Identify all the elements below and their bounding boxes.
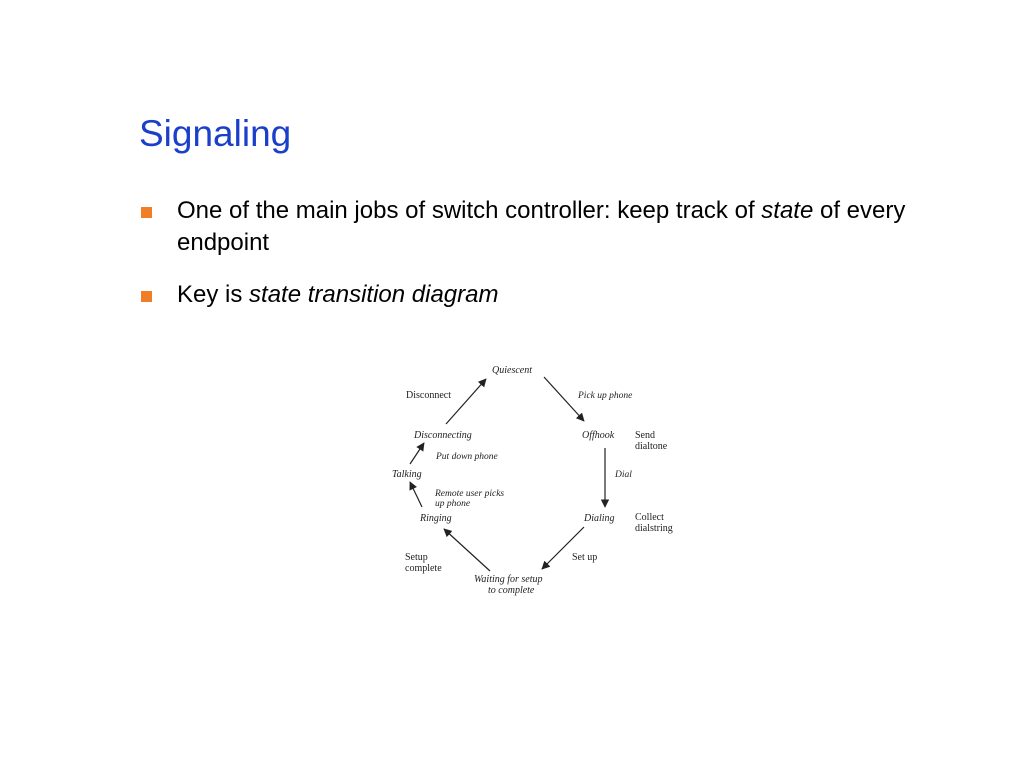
- action-send-line-2: dialtone: [635, 441, 668, 452]
- transition-remote-line-2: up phone: [435, 499, 470, 509]
- bullet-emphasis: state transition diagram: [249, 281, 499, 308]
- slide-title: Signaling: [139, 113, 292, 154]
- action-setup-complete-line-2: complete: [405, 563, 442, 574]
- bullet-text: One of the main jobs of switch controlle…: [177, 197, 762, 224]
- bullet-item: One of the main jobs of switch controlle…: [141, 195, 981, 259]
- arrow-disconnecting-quiescent: [445, 378, 487, 425]
- transition-dial: Dial: [614, 470, 632, 480]
- state-quiescent: Quiescent: [492, 365, 532, 376]
- bullet-emphasis: state: [761, 197, 814, 224]
- state-disconnecting: Disconnecting: [413, 430, 472, 441]
- arrow-talking-disconnecting: [409, 442, 425, 465]
- action-set-up: Set up: [572, 552, 597, 563]
- arrow-dialing-waiting: [541, 526, 585, 570]
- action-setup-complete-line-1: Setup: [405, 552, 428, 563]
- bullet-square-icon: [141, 291, 152, 302]
- arrow-ringing-talking: [409, 481, 423, 508]
- state-dialing: Dialing: [583, 513, 615, 524]
- transition-pick-up-phone: Pick up phone: [577, 391, 632, 401]
- transition-put-down-phone: Put down phone: [435, 452, 498, 462]
- action-disconnect: Disconnect: [406, 390, 451, 401]
- state-offhook: Offhook: [582, 430, 615, 441]
- action-send-line-1: Send: [635, 430, 655, 441]
- transition-remote-line-1: Remote user picks: [434, 489, 504, 499]
- state-waiting-line-2: to complete: [488, 585, 535, 596]
- state-waiting-line-1: Waiting for setup: [474, 574, 543, 585]
- bullet-item: Key is state transition diagram: [141, 279, 981, 311]
- arrow-quiescent-offhook: [543, 376, 585, 422]
- action-collect-line-1: Collect: [635, 512, 664, 523]
- bullet-square-icon: [141, 207, 152, 218]
- state-transition-diagram: Quiescent Offhook Dialing Waiting for se…: [392, 365, 673, 596]
- action-collect-line-2: dialstring: [635, 523, 673, 534]
- bullet-text-end: of every endpoint: [177, 197, 906, 256]
- arrow-waiting-ringing: [443, 528, 491, 572]
- bullet-text: Key is: [177, 281, 250, 308]
- state-ringing: Ringing: [419, 513, 452, 524]
- bullet-list: One of the main jobs of switch controlle…: [141, 195, 981, 331]
- state-talking: Talking: [392, 469, 422, 480]
